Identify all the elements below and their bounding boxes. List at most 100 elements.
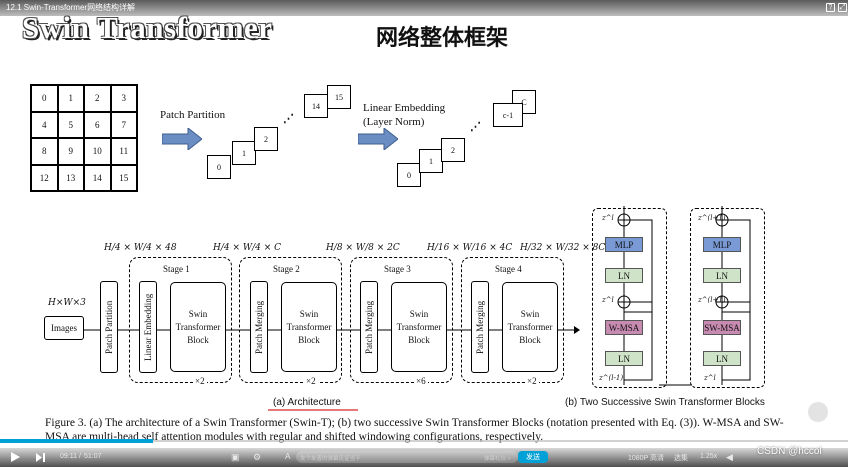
- swin-block-line: Block: [408, 334, 430, 345]
- send-button[interactable]: 发送: [518, 451, 548, 463]
- patch-tile: 1: [232, 141, 256, 165]
- volume-icon[interactable]: ◀: [726, 452, 733, 462]
- patch-tile: 2: [441, 138, 465, 162]
- grid-cell: 3: [110, 85, 137, 112]
- linear-embedding-label: Linear Embedding: [363, 102, 446, 114]
- patch-merging-box: Patch Merging: [471, 281, 489, 373]
- grid-cell: 9: [57, 138, 84, 165]
- watermark: CSDN @hccol: [757, 446, 822, 457]
- right-arrow-icon: [358, 128, 398, 150]
- patch-tile: 14: [304, 94, 328, 118]
- layer-norm-label: (Layer Norm): [363, 116, 425, 128]
- swin-block-line: Block: [298, 334, 320, 345]
- next-icon[interactable]: [36, 453, 45, 462]
- video-title: 12.1 Swin-Transformer网络结构详解: [6, 3, 136, 12]
- progress-fill[interactable]: [0, 439, 153, 443]
- mlp-node: MLP: [605, 237, 643, 252]
- patch-tile: 0: [397, 163, 421, 187]
- play-icon[interactable]: [10, 452, 20, 462]
- mlp-node: MLP: [703, 237, 741, 252]
- dim-label: H/4 × W/4 × C: [213, 243, 282, 253]
- patch-tile: c-1: [493, 103, 523, 127]
- speed-selector[interactable]: 1.25x: [700, 453, 718, 460]
- z-label: z^(l+1): [698, 214, 726, 222]
- grid-cell: 11: [110, 138, 137, 165]
- repeat-count: ×2: [193, 376, 207, 386]
- danmu-placeholder: 发个友善的弹幕见证当下: [300, 456, 361, 462]
- danmu-settings-icon[interactable]: ⚙: [253, 452, 262, 462]
- player-control-bar: [0, 448, 848, 467]
- grid-cell: 5: [57, 111, 84, 138]
- swin-block-line: Swin: [409, 308, 429, 319]
- slide-heading: 网络整体框架: [376, 26, 509, 51]
- dim-label: H/8 × W/8 × 2C: [326, 243, 400, 253]
- stage-2-box: [239, 257, 342, 383]
- repeat-count: ×6: [414, 376, 428, 386]
- z-label: z^(l+1): [698, 296, 726, 304]
- ln-node: LN: [605, 351, 643, 366]
- time-current: 09:11: [60, 453, 77, 460]
- danmu-input[interactable]: [296, 451, 518, 463]
- patch-tile: 2: [254, 127, 278, 151]
- ellipsis: ⋰: [283, 113, 294, 125]
- swin-block-unit-1: [592, 208, 667, 388]
- z-label: z^l: [602, 214, 614, 222]
- danmu-etiquette-link[interactable]: 弹幕礼仪 >: [484, 456, 511, 462]
- info-icon[interactable]: ?: [826, 3, 835, 12]
- swin-block-line: Swin: [520, 308, 540, 319]
- patch-partition-label: Patch Partition: [160, 109, 226, 121]
- patch-tile: 1: [419, 149, 443, 173]
- patch-tile: C: [512, 90, 536, 114]
- stage-1-box: [129, 257, 232, 383]
- z-label: z^l: [602, 296, 614, 304]
- stage-label: Stage 4: [495, 264, 522, 274]
- dim-label: H/32 × W/32 × 8C: [520, 243, 606, 253]
- dim-label: H/16 × W/16 × 4C: [427, 243, 513, 253]
- quality-selector[interactable]: 1080P 高清: [628, 455, 665, 462]
- patch-merging-box: Patch Merging: [360, 281, 378, 373]
- grid-cell: 7: [110, 111, 137, 138]
- ln-node: LN: [703, 351, 741, 366]
- underline-annotation: [268, 409, 358, 411]
- font-icon[interactable]: A: [285, 452, 291, 461]
- stage-4-box: [461, 257, 564, 383]
- patch-tile: 15: [327, 85, 351, 109]
- grid-cell: 1: [57, 85, 84, 112]
- wmsa-node: W-MSA: [605, 320, 643, 335]
- right-arrow-icon: [162, 128, 202, 150]
- progress-track[interactable]: [0, 440, 848, 442]
- grid-cell: 13: [57, 164, 84, 191]
- danmu-toggle-icon[interactable]: ▣: [231, 452, 240, 462]
- swin-block-unit-2: [690, 208, 765, 388]
- swin-block-line: Swin: [188, 308, 208, 319]
- grid-cell: 8: [31, 138, 58, 165]
- side-action-button[interactable]: [808, 402, 828, 422]
- stage-label: Stage 1: [163, 264, 190, 274]
- patch-merging-box: Patch Merging: [250, 281, 268, 373]
- ln-node: LN: [605, 268, 643, 283]
- ellipsis: ⋰: [470, 121, 481, 133]
- stage-3-box: [350, 257, 453, 383]
- swin-block-line: Transformer: [507, 321, 553, 332]
- time-total: 51:07: [84, 453, 102, 460]
- linear-embedding-box: Linear Embedding: [139, 281, 157, 373]
- swin-block-line: Transformer: [286, 321, 332, 332]
- patch-tile: 0: [207, 155, 231, 179]
- z-label: z^l: [704, 374, 716, 382]
- dim-label: H/4 × W/4 × 48: [104, 243, 177, 253]
- ln-node: LN: [703, 268, 741, 283]
- grid-cell: 0: [31, 85, 58, 112]
- episode-selector[interactable]: 选集: [674, 455, 688, 462]
- swin-block-line: Transformer: [175, 321, 221, 332]
- slide-title: Swin Transformer: [22, 10, 273, 45]
- grid-cell: 14: [84, 164, 111, 191]
- architecture-caption: (a) Architecture: [273, 397, 341, 408]
- images-box: Images: [44, 316, 84, 340]
- expand-icon[interactable]: ⤢: [838, 3, 847, 12]
- stage-label: Stage 3: [384, 264, 411, 274]
- video-top-bar: [0, 0, 848, 16]
